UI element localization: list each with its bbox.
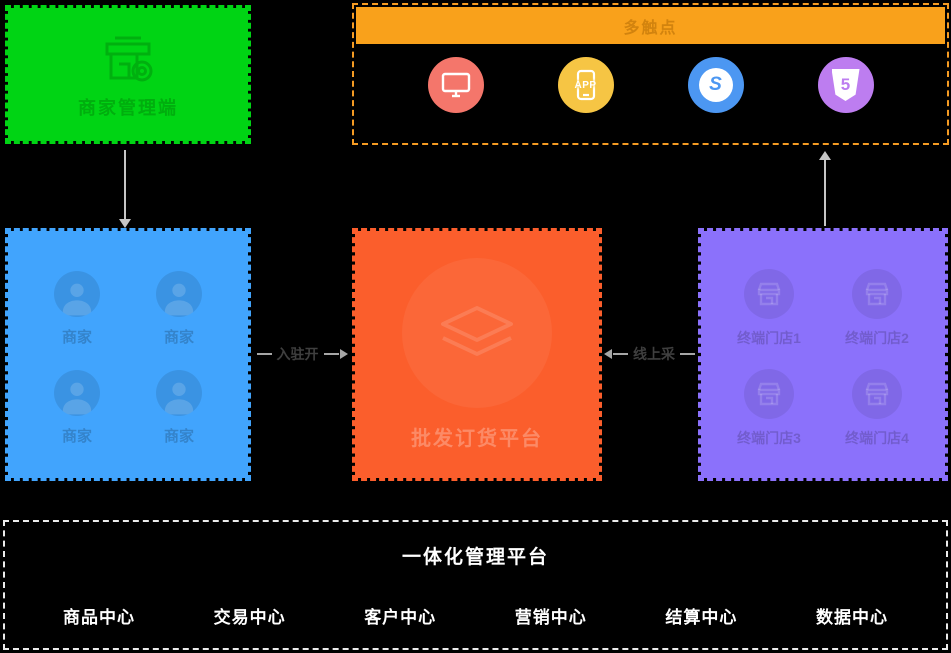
merchant-item: 商家 bbox=[128, 359, 230, 459]
layers-icon bbox=[441, 306, 513, 356]
store-item: 终端门店4 bbox=[823, 359, 931, 459]
management-platform-title: 一体化管理平台 bbox=[401, 547, 549, 568]
center-item-settlement: 结算中心 bbox=[665, 608, 738, 627]
platform-emblem bbox=[402, 258, 552, 408]
html5-shield-icon: 5 bbox=[831, 69, 860, 101]
store-icon bbox=[744, 368, 794, 419]
user-avatar-icon bbox=[156, 370, 202, 417]
store-item: 终端门店1 bbox=[715, 259, 823, 359]
store-label: 终端门店3 bbox=[737, 429, 801, 446]
pc-monitor-icon bbox=[441, 72, 470, 98]
flow-settle-in: 入驻开 bbox=[252, 344, 352, 364]
user-avatar-icon bbox=[156, 270, 202, 317]
management-platform-box: 一体化管理平台 商品中心 交易中心 客户中心 营销中心 结算中心 数据中心 bbox=[3, 520, 948, 650]
mini-program-glyph: S bbox=[709, 74, 722, 95]
arrow-right-icon bbox=[339, 349, 348, 359]
flow-line bbox=[613, 353, 628, 355]
user-avatar-icon bbox=[54, 370, 100, 417]
app-channel: APP bbox=[557, 57, 614, 113]
center-item-marketing: 营销中心 bbox=[514, 608, 587, 627]
arrow-left-icon bbox=[604, 349, 612, 359]
flow-online-purchase-label: 线上采 bbox=[633, 346, 675, 362]
merchant-label: 商家 bbox=[163, 328, 194, 346]
storefront-icon bbox=[105, 36, 153, 81]
arrow-down-icon bbox=[119, 219, 131, 228]
store-item: 终端门店2 bbox=[823, 259, 931, 359]
store-icon bbox=[744, 269, 794, 320]
touchpoints-title: 多触点 bbox=[356, 7, 945, 44]
store-label: 终端门店4 bbox=[845, 429, 909, 446]
store-label: 终端门店2 bbox=[845, 330, 909, 347]
arrow-line-green-to-blue bbox=[124, 150, 126, 219]
store-icon bbox=[852, 269, 902, 320]
merchants-box: 商家 商家 商家 商家 bbox=[5, 228, 251, 481]
arrow-line-purple-to-touchpoints bbox=[824, 160, 826, 226]
flow-line bbox=[323, 353, 339, 355]
store-label: 终端门店1 bbox=[737, 330, 801, 347]
h5-channel: 5 bbox=[817, 57, 874, 113]
merchant-item: 商家 bbox=[128, 259, 230, 359]
merchant-item: 商家 bbox=[26, 259, 128, 359]
store-icon bbox=[852, 368, 902, 419]
stores-box: 终端门店1 终端门店2 终端门店3 终端门店4 bbox=[698, 228, 948, 481]
touchpoints-box: 多触点 APP bbox=[352, 3, 949, 145]
merchant-item: 商家 bbox=[26, 359, 128, 459]
touchpoints-icons-row: APP S 5 bbox=[354, 57, 947, 113]
user-avatar-icon bbox=[54, 270, 100, 317]
flow-line bbox=[680, 353, 695, 355]
mini-program-channel: S bbox=[687, 57, 744, 113]
smartphone-icon bbox=[576, 69, 595, 101]
flow-settle-in-label: 入驻开 bbox=[276, 346, 319, 362]
platform-label: 批发订货平台 bbox=[411, 428, 543, 450]
center-item-customer: 客户中心 bbox=[364, 608, 437, 627]
merchant-admin-box: 商家管理端 bbox=[5, 5, 251, 144]
app-badge-text: APP bbox=[574, 79, 597, 91]
merchant-label: 商家 bbox=[163, 428, 194, 446]
merchant-admin-label: 商家管理端 bbox=[78, 97, 178, 118]
flow-online-purchase: 线上采 bbox=[601, 344, 698, 364]
center-item-data: 数据中心 bbox=[815, 608, 888, 627]
merchant-label: 商家 bbox=[61, 328, 92, 346]
mini-program-icon: S bbox=[698, 68, 733, 102]
center-item-trade: 交易中心 bbox=[213, 608, 286, 627]
store-item: 终端门店3 bbox=[715, 359, 823, 459]
merchant-label: 商家 bbox=[61, 428, 92, 446]
center-item-goods: 商品中心 bbox=[63, 608, 135, 627]
h5-glyph: 5 bbox=[840, 75, 851, 94]
pc-channel bbox=[427, 57, 484, 113]
wholesale-platform-box: 批发订货平台 bbox=[352, 228, 602, 481]
arrow-up-icon bbox=[819, 151, 831, 160]
flow-line bbox=[256, 353, 272, 355]
management-centers-row: 商品中心 交易中心 客户中心 营销中心 结算中心 数据中心 bbox=[5, 603, 946, 628]
